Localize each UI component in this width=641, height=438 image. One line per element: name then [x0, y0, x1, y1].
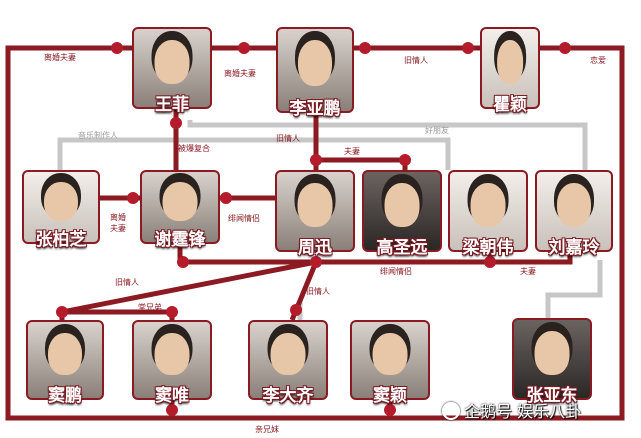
- line-zhouxun-gaoshengyuan: [316, 157, 408, 170]
- dot: [290, 304, 302, 316]
- dot: [166, 404, 178, 416]
- dot: [559, 42, 571, 54]
- portrait: [497, 39, 523, 84]
- relation-label: 恋爱: [590, 56, 606, 65]
- dot: [166, 306, 178, 318]
- person-name: 窦颖: [373, 386, 407, 406]
- person-node-wangfei[interactable]: 王菲: [132, 27, 212, 115]
- person-node-doupeng[interactable]: 窦鹏: [26, 320, 104, 406]
- relation-label: 好朋友: [425, 126, 449, 135]
- line-zhouxun-liujialing: [316, 252, 573, 265]
- portrait: [556, 182, 592, 227]
- person-name: 窦唯: [155, 386, 189, 406]
- portrait: [372, 332, 408, 376]
- relation-label: 绯闻情侣: [380, 267, 412, 276]
- dot: [484, 256, 496, 268]
- person-node-douying[interactable]: 窦颖: [350, 320, 430, 406]
- person-node-douwei[interactable]: 窦唯: [132, 320, 212, 406]
- relation-label: 旧情人: [276, 134, 300, 143]
- portrait: [47, 332, 83, 376]
- penguin-logo-icon: [442, 402, 460, 420]
- dot: [462, 42, 474, 54]
- dot: [399, 154, 411, 166]
- person-node-liujialing[interactable]: 刘嘉玲: [535, 170, 613, 258]
- person-name: 谢霆锋: [154, 230, 206, 250]
- portrait: [297, 40, 333, 87]
- person-name: 窦鹏: [48, 386, 82, 406]
- relation-label: 夫妻: [344, 147, 360, 156]
- dot: [56, 306, 68, 318]
- relation-label: 旧情人: [115, 278, 139, 287]
- dot: [177, 256, 189, 268]
- person-name: 张亚东: [526, 386, 578, 406]
- person-node-gaoshengyuan[interactable]: 高圣远: [362, 170, 442, 258]
- watermark-text: 企鹅号 娱乐八卦: [464, 402, 582, 421]
- person-name: 周迅: [298, 238, 332, 258]
- person-node-liangchaowei[interactable]: 梁朝伟: [448, 170, 528, 258]
- dot: [170, 117, 182, 129]
- person-node-zhangyadong[interactable]: 张亚东: [512, 318, 592, 406]
- portrait: [162, 181, 198, 221]
- dot: [384, 404, 396, 416]
- relation-label: 音乐制作人: [78, 131, 118, 140]
- portrait: [43, 181, 79, 221]
- portrait: [154, 39, 190, 84]
- dot: [127, 192, 139, 204]
- relation-label: 堂兄弟: [138, 303, 162, 312]
- relation-label: 离婚夫妻: [110, 213, 126, 233]
- line-good-friends: [187, 120, 588, 170]
- person-node-quying[interactable]: 瞿颖: [480, 27, 540, 115]
- person-node-zhouxun[interactable]: 周迅: [275, 170, 355, 258]
- relation-label: 离婚夫妻: [224, 69, 256, 78]
- person-name: 瞿颖: [493, 95, 527, 115]
- watermark: 企鹅号 娱乐八卦: [442, 398, 581, 422]
- portrait: [470, 182, 506, 227]
- person-node-lidaqi[interactable]: 李大齐: [248, 320, 328, 406]
- person-name: 李亚鹏: [289, 99, 341, 119]
- portrait: [154, 332, 190, 376]
- relation-label: 绯闻情侣: [228, 214, 260, 223]
- person-name: 李大齐: [262, 386, 314, 406]
- portrait: [384, 182, 420, 227]
- line-zhangyadong-gray: [545, 260, 603, 318]
- relation-label: 夫妻: [520, 267, 536, 276]
- person-node-xietingfeng[interactable]: 谢霆锋: [140, 170, 220, 250]
- dot: [238, 42, 250, 54]
- dot: [111, 42, 123, 54]
- relation-label: 亲兄妹: [255, 425, 279, 434]
- relation-label: 被爆复合: [178, 144, 210, 153]
- person-name: 高圣远: [376, 238, 428, 258]
- person-name: 张柏芝: [35, 230, 87, 250]
- line-music-producer: [57, 137, 451, 170]
- person-node-zhangbozhi[interactable]: 张柏芝: [22, 170, 100, 250]
- person-name: 梁朝伟: [462, 238, 514, 258]
- person-node-liyapeng[interactable]: 李亚鹏: [276, 27, 354, 119]
- line-outer-frame: [5, 45, 625, 421]
- relation-label: 旧情人: [404, 56, 428, 65]
- portrait: [297, 182, 333, 227]
- portrait: [534, 330, 570, 375]
- person-name: 王菲: [155, 95, 189, 115]
- portrait: [270, 332, 306, 376]
- dot: [310, 154, 322, 166]
- dot: [310, 256, 322, 268]
- dot: [359, 42, 371, 54]
- line-doupeng-douwei: [62, 309, 175, 320]
- relation-label: 离婚夫妻: [44, 53, 76, 62]
- dot: [220, 192, 232, 204]
- person-name: 刘嘉玲: [548, 238, 600, 258]
- relation-label: 旧情人: [306, 287, 330, 296]
